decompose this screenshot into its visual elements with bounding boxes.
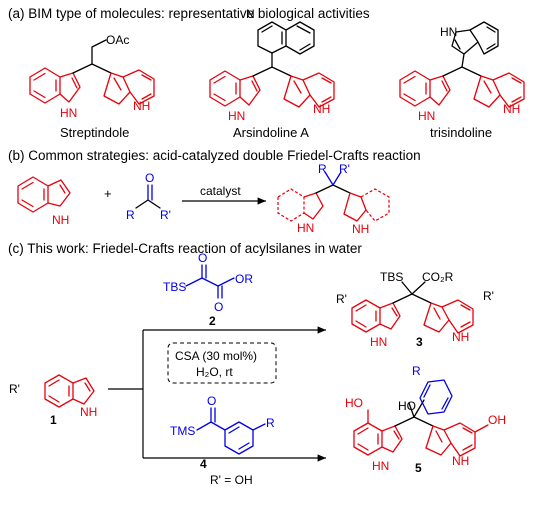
compound-number-2: 2	[209, 314, 216, 328]
acylsilane-reagent-2: O O TBS OR 2	[163, 251, 253, 328]
r-prime-label: R'	[483, 289, 494, 303]
section-a-title: (a) BIM type of molecules: representativ…	[8, 6, 370, 21]
compound-number-4: 4	[200, 457, 207, 471]
co2r-label: CO₂R	[422, 270, 454, 284]
nh-label: HN	[60, 106, 77, 120]
nh-label: NH	[80, 405, 97, 419]
ketone-r2-label: R'	[160, 208, 171, 222]
carbonyl-o-label: O	[207, 394, 216, 408]
compound-number-1: 1	[50, 413, 57, 427]
arsindoline-a-structure: N HN NH Arsindoline A	[209, 7, 335, 140]
nh-label: HN	[418, 109, 435, 123]
oh-label: OH	[488, 413, 506, 427]
solvent-temperature: H₂O, rt	[196, 365, 233, 379]
conditions-box	[167, 342, 277, 384]
acylsilane-reagent-4: O TMS R 4	[170, 394, 275, 471]
product-3-structure: R' TBS CO₂R R' HN NH 3	[336, 270, 494, 349]
r-label: R	[266, 416, 275, 430]
nh-label: NH	[452, 330, 469, 344]
nh-label: NH	[503, 102, 520, 116]
compound-name-trisindoline: trisindoline	[430, 125, 492, 140]
nh-label: NH	[352, 222, 369, 236]
nh-label: NH	[133, 99, 150, 113]
catalyst-loading: CSA (30 mol%)	[175, 349, 257, 363]
or-label: OR	[235, 272, 253, 286]
r-label: R	[412, 364, 421, 378]
section-b-title: (b) Common strategies: acid-catalyzed do…	[8, 148, 421, 163]
r-prime-label: R'	[336, 292, 347, 306]
compound-number-3: 3	[416, 335, 423, 349]
r-prime-label: R'	[9, 382, 20, 396]
trisindoline-structure: HN HN NH trisindoline	[399, 21, 525, 140]
nh-label: NH	[313, 102, 330, 116]
quinoline-n-label: N	[246, 7, 255, 21]
compound-name-streptindole: Streptindole	[60, 125, 129, 140]
ester-o-label: O	[214, 300, 223, 314]
oac-label: OAc	[106, 33, 129, 47]
ketone-r-label: R	[126, 208, 135, 222]
product-r-label: R	[318, 162, 327, 176]
carbonyl-o-label: O	[145, 171, 154, 185]
streptindole-structure: HN NH OAc Streptindole	[29, 33, 155, 140]
product-5-structure: HO HO OH R HN NH 5	[345, 364, 506, 475]
ketone-reactant: O R R'	[126, 171, 171, 222]
section-c-title: (c) This work: Friedel-Crafts reaction o…	[8, 241, 362, 256]
nh-label: HN	[297, 221, 314, 235]
nh-label: HN	[372, 459, 389, 473]
compound-name-arsindoline-a: Arsindoline A	[233, 125, 309, 140]
nh-label: HN	[370, 335, 387, 349]
tbs-label: TBS	[163, 280, 186, 294]
ho-label: HO	[398, 399, 416, 413]
compound-number-5: 5	[415, 461, 422, 475]
nh-label: HN	[228, 109, 245, 123]
tbs-label: TBS	[380, 270, 403, 284]
r-prime-condition: R' = OH	[210, 473, 253, 487]
nh-label: HN	[440, 25, 457, 39]
tms-label: TMS	[170, 424, 195, 438]
nh-label: NH	[52, 213, 69, 227]
nh-label: NH	[452, 454, 469, 468]
indole-reactant-b: NH	[17, 176, 71, 227]
indole-starting-material-1: R' NH 1	[9, 374, 97, 427]
catalyst-label: catalyst	[200, 184, 241, 198]
ho-label: HO	[345, 396, 363, 410]
plus-sign: +	[104, 186, 112, 201]
product-r2-label: R'	[339, 162, 350, 176]
bim-product-b: R R' HN NH	[277, 162, 390, 236]
ketone-o-label: O	[198, 251, 207, 265]
